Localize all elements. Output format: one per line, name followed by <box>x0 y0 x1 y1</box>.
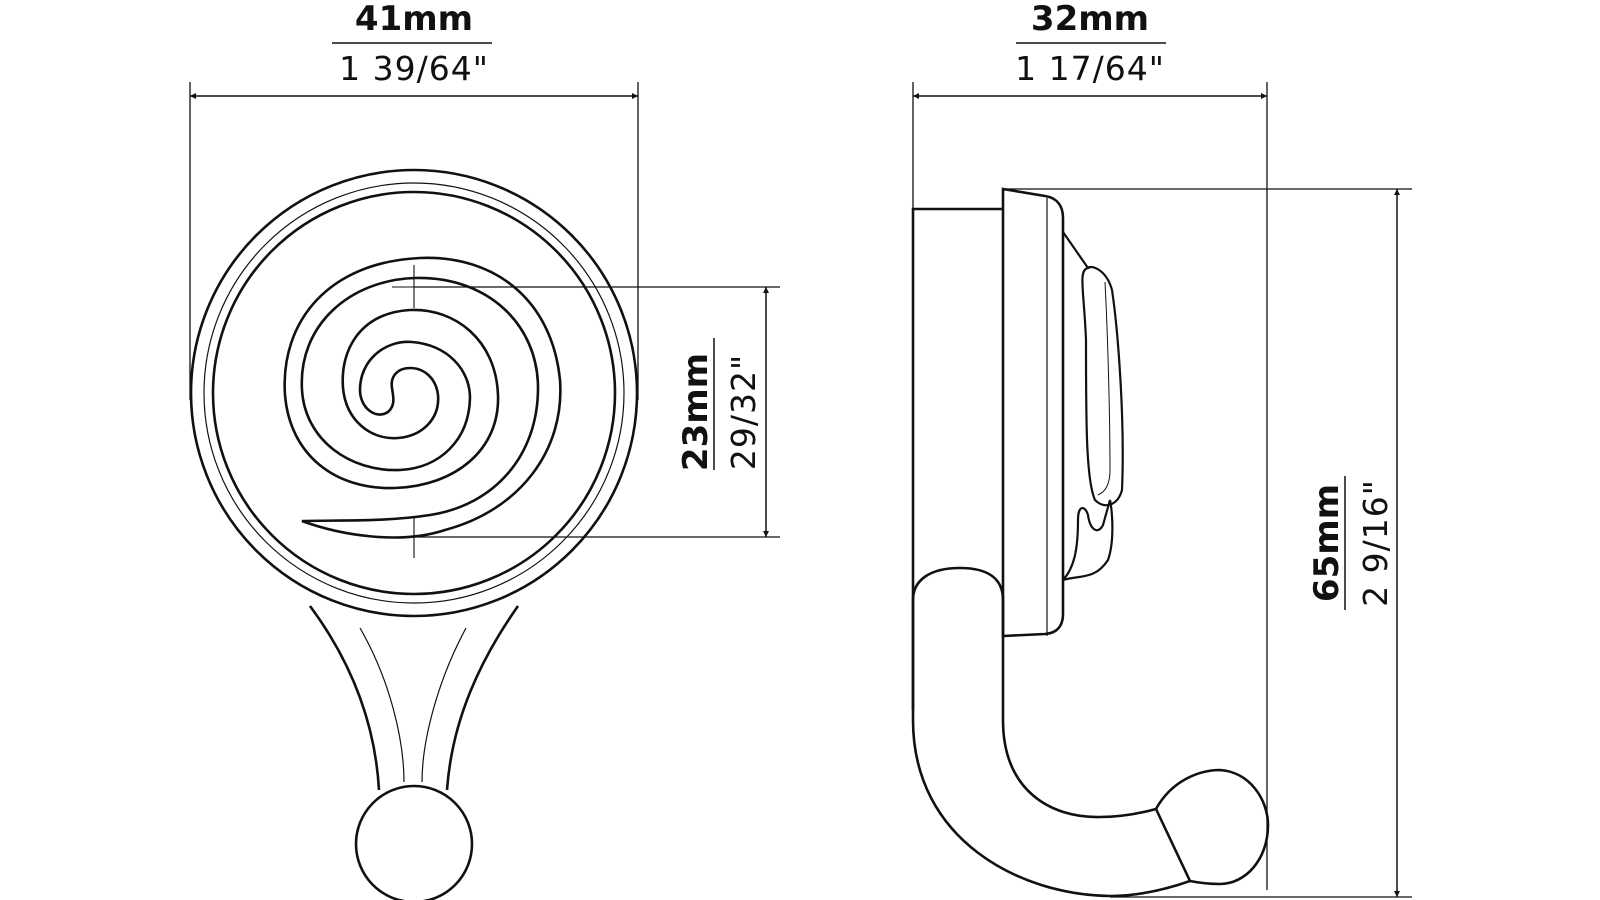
rosette-face <box>211 190 617 596</box>
spiral-dimension: 23mm 29/32" <box>414 286 780 538</box>
depth-imperial-label: 1 17/64" <box>1015 49 1165 88</box>
rosette-inner-bevel <box>203 182 625 604</box>
rosette-profile <box>1001 187 1124 638</box>
hook-arm <box>911 566 1270 898</box>
width-imperial-label: 1 39/64" <box>339 49 489 88</box>
hook-knob <box>354 784 474 900</box>
spiral-metric-label: 23mm <box>676 353 716 471</box>
width-dimension: 41mm 1 39/64" <box>189 0 639 400</box>
hook-stem <box>308 605 520 791</box>
side-view: 32mm 1 17/64" 65mm 2 9/16" <box>911 0 1412 898</box>
depth-metric-label: 32mm <box>1031 0 1149 39</box>
height-dimension: 65mm 2 9/16" <box>1003 188 1412 898</box>
spiral-ornament <box>283 256 562 558</box>
height-imperial-label: 2 9/16" <box>1356 479 1395 607</box>
wall-plate <box>911 207 1003 710</box>
rosette-outer-ring <box>189 168 639 618</box>
spiral-imperial-label: 29/32" <box>724 354 763 470</box>
front-view: 41mm 1 39/64" 23mm 29/32" <box>189 0 780 900</box>
height-metric-label: 65mm <box>1307 484 1347 602</box>
width-metric-label: 41mm <box>355 0 473 39</box>
depth-dimension: 32mm 1 17/64" <box>912 0 1268 890</box>
